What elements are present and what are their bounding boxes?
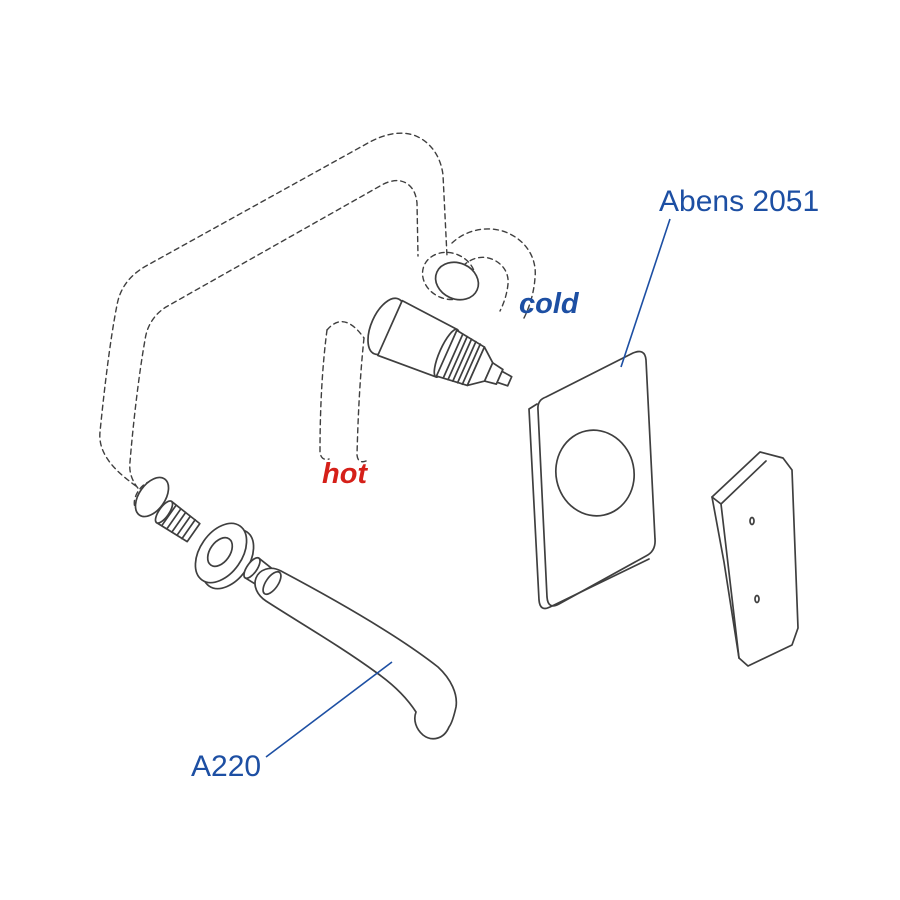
main-pipe-inner-line [129, 179, 419, 507]
hot-supply-pipe-top-arc [326, 321, 365, 339]
ring-hole [206, 536, 234, 568]
plate-face [537, 350, 656, 607]
concealed-pipework [99, 132, 536, 512]
spout-body [254, 567, 458, 740]
cold-supply-pipe-inner-line [462, 256, 509, 312]
handle-pin-top [749, 516, 755, 526]
cartridge-collar-ridges [442, 333, 482, 386]
lever-handle [711, 451, 799, 667]
plate-thickness-edge [528, 403, 650, 610]
cartridge-stem-tip [496, 370, 513, 387]
hot-supply-pipe-right-line [356, 337, 367, 463]
mixer-cartridge [367, 297, 513, 387]
spout-joint-line [262, 570, 282, 596]
faucet-parts [134, 261, 799, 740]
plate-hole [554, 429, 636, 517]
label-hot: hot [322, 458, 368, 490]
cold-supply-pipe-outer-line [451, 228, 536, 319]
valve-seat [434, 261, 480, 301]
hot-supply-pipe-left-line [319, 329, 330, 461]
rubber-seal-ring [134, 476, 170, 518]
label-plate-model: Abens 2051 [659, 185, 819, 218]
main-pipe-outer-line [99, 132, 448, 487]
threaded-nipple [154, 500, 201, 543]
handle-pin-bottom [754, 594, 760, 604]
handle-edge-lines [711, 460, 767, 659]
label-spout-model: A220 [191, 750, 261, 783]
wall-plate [528, 350, 656, 610]
tailpiece-end-face [243, 556, 261, 580]
nipple-end-face [154, 500, 174, 524]
escutcheon-ring [194, 522, 255, 590]
leader-line-plate-model [620, 218, 671, 368]
wall-spout [254, 567, 458, 740]
nipple-threads [160, 504, 197, 540]
leader-line-spout-model [265, 661, 393, 758]
handle-outline [711, 451, 799, 667]
label-cold: cold [519, 288, 580, 320]
